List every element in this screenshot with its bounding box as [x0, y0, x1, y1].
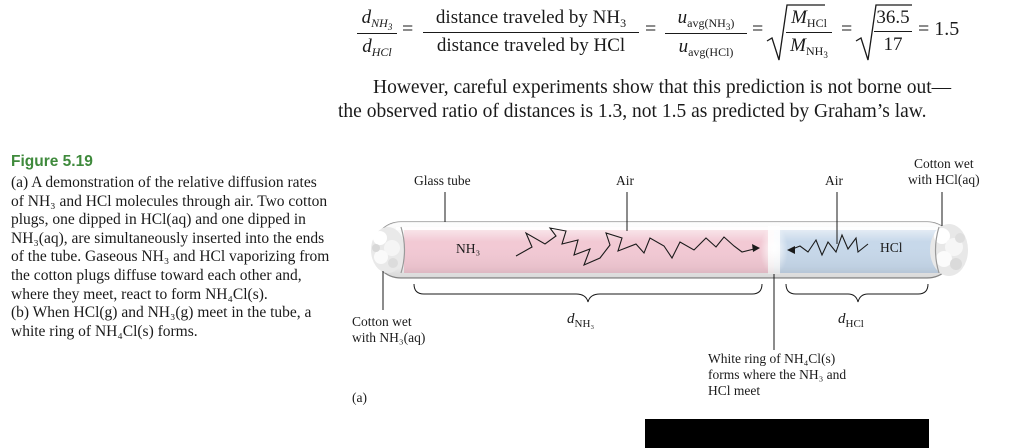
caption-part-a: (a) A demonstration of the relative diff…: [11, 174, 330, 303]
cotton-left-label: Cotton wet with NH₃(aq): [352, 314, 426, 345]
numeric-fraction: 36.5 17: [874, 7, 912, 56]
hcl-diffusion-path: [789, 233, 869, 257]
figure-caption: (a) A demonstration of the relative diff…: [11, 174, 331, 341]
caption-part-b: (b) When HCl(g) and NH₃(g) meet in the t…: [11, 304, 312, 340]
panel-label-a: (a): [352, 390, 367, 405]
ratio-of-distances-fraction: dNH3 dHCl: [357, 7, 397, 59]
d-nh3-label: dNH₃: [567, 311, 595, 330]
glass-tube-label: Glass tube: [414, 173, 471, 188]
nh3-diffusion-path: [515, 227, 759, 267]
paragraph-line-2: the observed ratio of distances is 1.3, …: [338, 101, 927, 122]
molar-mass-fraction: MHCl MNH3: [786, 7, 832, 60]
brace-nh3-distance: [413, 283, 763, 303]
nh3-gas-label: NH₃: [456, 241, 481, 256]
cotton-plug-left: [371, 227, 405, 273]
distance-traveled-fraction: distance traveled by NH3 distance travel…: [423, 7, 639, 57]
equals-sign: =: [841, 18, 853, 40]
brace-hcl-distance: [785, 283, 929, 303]
hcl-gas-label: HCl: [880, 240, 903, 255]
paragraph-line-1: However, careful experiments show that t…: [373, 77, 952, 98]
equals-sign: =: [752, 18, 764, 40]
cotton-right-label: Cotton wet with HCl(aq): [908, 156, 980, 187]
equals-sign: =: [645, 18, 657, 40]
figure-title: Figure 5.19: [11, 153, 93, 170]
white-ring-label: White ring of NH₄Cl(s) forms where the N…: [708, 351, 847, 398]
cotton-plug-right: [930, 224, 968, 276]
panel-b-image-top-edge: [645, 419, 929, 448]
air-label-right: Air: [825, 173, 843, 188]
air-label-left: Air: [616, 173, 634, 188]
average-speed-fraction: uavg(NH3) uavg(HCl): [665, 7, 747, 59]
d-hcl-label: dHCl: [838, 311, 864, 330]
equation-result: = 1.5: [918, 18, 960, 40]
sqrt-sign-molar-mass: [766, 4, 825, 61]
equals-sign: =: [402, 18, 414, 40]
d-symbol: d: [361, 7, 372, 28]
sqrt-sign-values: [855, 4, 912, 61]
